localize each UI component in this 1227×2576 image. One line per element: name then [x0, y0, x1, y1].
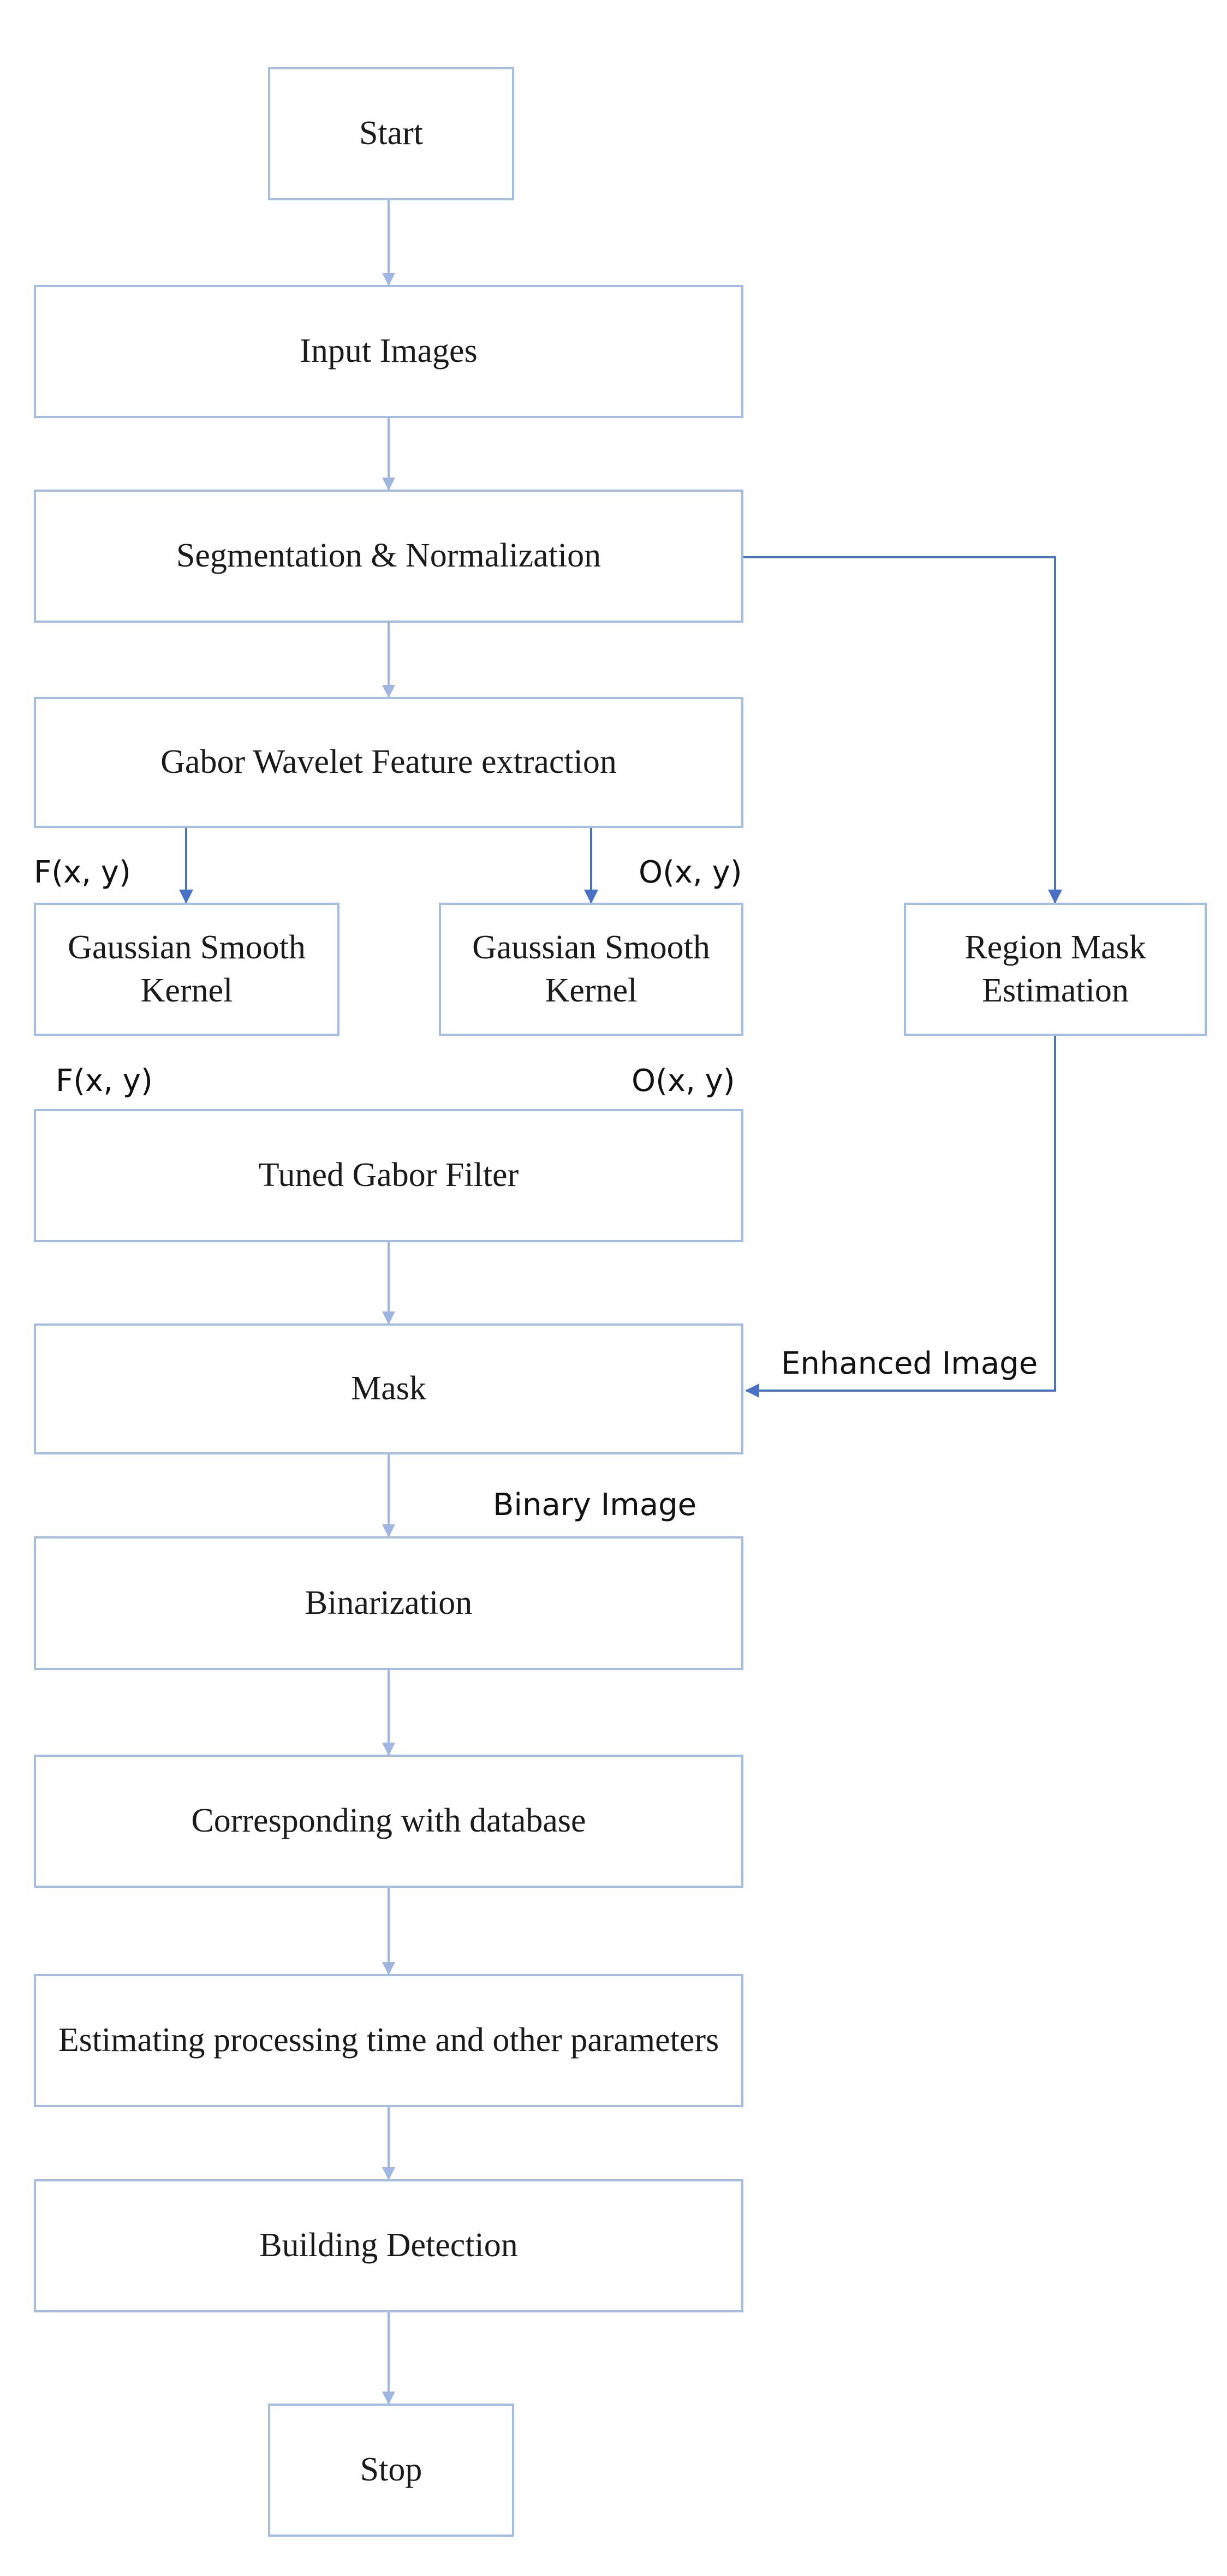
edge-label-enhanced-image: Enhanced Image: [781, 1346, 1038, 1381]
gaussian-smooth-kernel-right-node: Gaussian Smooth Kernel: [439, 903, 743, 1036]
building-detection-node: Building Detection: [34, 2179, 743, 2312]
arrow-segmentation-to-region-mask: [743, 556, 1062, 904]
edge-label-binary-image: Binary Image: [493, 1487, 697, 1523]
segmentation-normalization-node: Segmentation & Normalization: [34, 490, 743, 623]
arrow-region-mask-to-mask: [745, 1036, 1056, 1398]
binarization-node: Binarization: [34, 1536, 743, 1670]
start-node: Start: [268, 67, 514, 200]
estimating-processing-time-node: Estimating processing time and other par…: [34, 1974, 743, 2107]
gabor-wavelet-feature-extraction-node: Gabor Wavelet Feature extraction: [34, 697, 743, 828]
tuned-gabor-filter-node: Tuned Gabor Filter: [34, 1109, 743, 1242]
gaussian-smooth-kernel-left-node: Gaussian Smooth Kernel: [34, 903, 339, 1036]
edge-label-o-bottom: O(x, y): [632, 1063, 735, 1099]
edge-label-f-bottom: F(x, y): [56, 1063, 153, 1099]
region-mask-estimation-node: Region Mask Estimation: [904, 903, 1207, 1036]
edge-label-o-top: O(x, y): [639, 855, 742, 890]
input-images-node: Input Images: [34, 285, 743, 418]
mask-node: Mask: [34, 1323, 743, 1454]
stop-node: Stop: [268, 2404, 514, 2537]
edge-label-f-top: F(x, y): [34, 855, 131, 890]
corresponding-with-database-node: Corresponding with database: [34, 1755, 743, 1888]
